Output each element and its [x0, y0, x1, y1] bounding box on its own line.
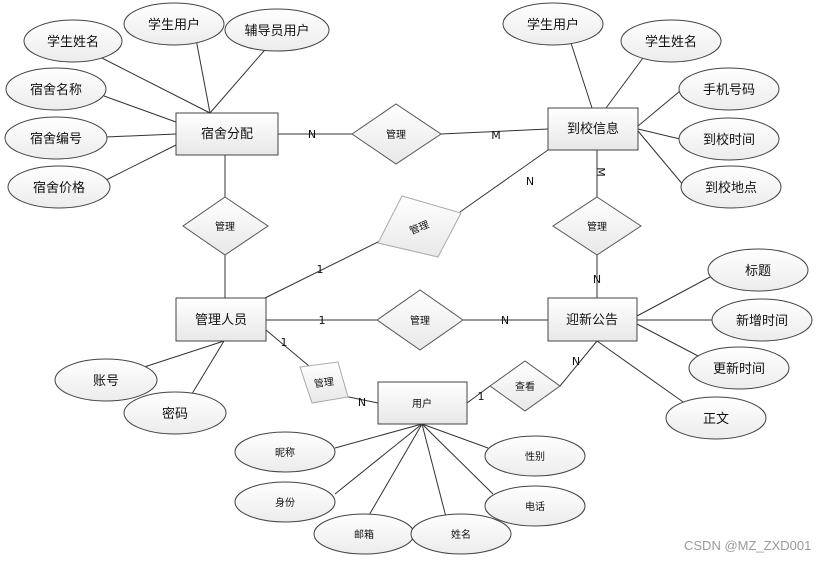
attribute-label: 账号 [93, 374, 119, 389]
attribute-label: 到校地点 [705, 180, 757, 196]
cardinality-user-notice-1: 1 [478, 390, 485, 403]
attribute-admin-account: 账号 [54, 358, 158, 402]
entity-label: 宿舍分配 [201, 126, 253, 142]
entity-administrator: 管理人员 [175, 297, 267, 342]
relationship-label: 查看 [515, 380, 535, 393]
attribute-label: 标题 [745, 264, 771, 279]
attribute-arrival-phone: 手机号码 [678, 67, 780, 111]
attribute-label: 电话 [525, 500, 545, 513]
attribute-label: 辅导员用户 [244, 23, 309, 39]
cardinality-admin-notice-n: N [501, 314, 509, 327]
relationship-dorm-arrival: 管理 [351, 103, 442, 165]
relationship-admin-user: 管理 [299, 361, 349, 404]
relationship-arrival-notice: 管理 [552, 196, 642, 256]
attribute-user-gender: 性别 [484, 435, 586, 477]
attribute-label: 到校时间 [703, 132, 755, 148]
relationship-admin-arrival: 管理 [377, 195, 462, 258]
relationship-label: 管理 [587, 220, 607, 233]
attribute-user-phone: 电话 [484, 485, 586, 527]
cardinality-admin-arrival-n: N [526, 175, 534, 188]
attribute-user-nickname: 昵称 [234, 431, 336, 473]
cardinality-admin-user-n: N [358, 396, 366, 409]
entity-welcome-notice: 迎新公告 [547, 297, 638, 342]
attributes: 学生姓名 学生用户 辅导员用户 宿舍名称 宿舍编号 宿舍价格 学生用户 [4, 2, 813, 555]
relationship-user-notice: 查看 [489, 360, 561, 412]
connector-lines [95, 38, 712, 518]
attribute-label: 宿舍名称 [30, 82, 82, 98]
cardinality-labels: N M M N 1 N 1 N 1 N 1 N [281, 128, 608, 409]
cardinality-arrival-notice-m: M [594, 167, 607, 177]
attribute-arrival-student-user: 学生用户 [502, 2, 604, 46]
attribute-label: 手机号码 [703, 83, 755, 98]
attribute-label: 学生用户 [527, 17, 579, 33]
attribute-label: 邮箱 [354, 528, 374, 541]
attribute-user-identity: 身份 [234, 481, 336, 523]
attribute-notice-update-time: 更新时间 [688, 346, 790, 390]
cardinality-admin-arrival-1: 1 [317, 263, 324, 276]
relationship-label: 管理 [410, 314, 430, 327]
cardinality-admin-notice-1: 1 [319, 314, 326, 327]
cardinality-dorm-arrival-m: M [491, 129, 501, 142]
attribute-arrival-place: 到校地点 [680, 165, 782, 209]
attribute-dorm-price: 宿舍价格 [7, 165, 111, 209]
attribute-label: 正文 [703, 412, 729, 427]
entity-label: 管理人员 [195, 313, 247, 328]
relationship-label: 管理 [215, 220, 235, 233]
attribute-label: 密码 [162, 406, 188, 422]
attribute-label: 身份 [275, 496, 295, 509]
watermark: CSDN @MZ_ZXD001 [684, 538, 812, 553]
attribute-label: 新增时间 [736, 313, 788, 329]
attribute-dorm-counselor-user: 辅导员用户 [224, 8, 330, 52]
attribute-label: 学生姓名 [645, 34, 697, 50]
cardinality-arrival-notice-n: N [593, 273, 601, 286]
attribute-notice-title: 标题 [707, 248, 809, 292]
attribute-dorm-student-name: 学生姓名 [23, 19, 123, 63]
relationship-dorm-admin: 管理 [182, 196, 269, 256]
attribute-dorm-student-user: 学生用户 [123, 2, 225, 46]
relationship-label: 管理 [313, 375, 335, 391]
relationship-admin-notice: 管理 [376, 289, 464, 351]
attribute-label: 性别 [525, 450, 545, 463]
attribute-label: 宿舍价格 [33, 180, 85, 196]
attribute-label: 更新时间 [713, 361, 765, 377]
attribute-arrival-time: 到校时间 [678, 117, 780, 161]
relationship-label: 管理 [386, 128, 406, 141]
cardinality-dorm-arrival-n: N [308, 128, 316, 141]
entity-user: 用户 [377, 381, 468, 425]
cardinality-user-notice-n: N [572, 355, 580, 368]
attribute-label: 学生用户 [148, 17, 200, 33]
attribute-label: 昵称 [275, 446, 295, 459]
cardinality-admin-user-1: 1 [281, 336, 288, 349]
attribute-arrival-student-name: 学生姓名 [620, 19, 722, 63]
entity-dorm-assignment: 宿舍分配 [175, 112, 279, 156]
entity-label: 用户 [412, 397, 432, 410]
entity-label: 到校信息 [567, 121, 619, 137]
attribute-label: 姓名 [451, 528, 471, 541]
attribute-admin-password: 密码 [123, 391, 227, 435]
attribute-notice-body: 正文 [665, 396, 767, 440]
entity-arrival-info: 到校信息 [547, 107, 639, 151]
entity-label: 迎新公告 [566, 312, 618, 328]
attribute-label: 宿舍编号 [30, 131, 82, 147]
attribute-dorm-number: 宿舍编号 [4, 116, 108, 160]
attribute-user-name: 姓名 [410, 513, 512, 555]
attribute-user-email: 邮箱 [313, 513, 415, 555]
attribute-notice-add-time: 新增时间 [711, 298, 813, 342]
attribute-label: 学生姓名 [47, 34, 99, 50]
attribute-dorm-name: 宿舍名称 [5, 67, 107, 111]
